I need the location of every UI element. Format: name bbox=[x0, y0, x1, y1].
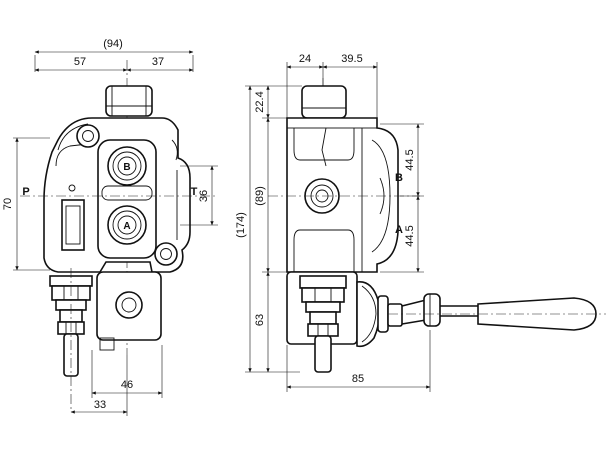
dim-port-offset: 36 bbox=[180, 165, 218, 226]
dim-label-lower-port: 44.5 bbox=[404, 225, 416, 246]
port-p-front: P bbox=[22, 186, 85, 251]
dim-spool-offset: 33 bbox=[70, 355, 128, 416]
dim-label-port-offset: 36 bbox=[198, 190, 210, 202]
dim-label-spool-offset: 33 bbox=[94, 399, 106, 411]
port-b-label: B bbox=[123, 162, 130, 173]
side-lower-housing bbox=[286, 271, 358, 373]
side-body bbox=[286, 117, 399, 273]
side-port-b-label: B bbox=[395, 172, 403, 184]
dim-label-lever-width: 85 bbox=[352, 373, 364, 385]
side-lever bbox=[356, 281, 606, 348]
front-bolt-top-left bbox=[76, 124, 100, 148]
dim-label-lower-height: 63 bbox=[254, 314, 266, 326]
dim-left-right: 57 37 bbox=[34, 56, 194, 72]
port-t-label: T bbox=[191, 186, 198, 198]
dim-label-top-right: 39.5 bbox=[341, 53, 362, 65]
front-lower-housing bbox=[96, 271, 162, 351]
front-bolt-bottom-right bbox=[154, 242, 178, 266]
dim-left-heights: 22.4 (174) (89) 63 bbox=[235, 85, 302, 373]
side-port-a-label: A bbox=[395, 224, 403, 236]
dim-label-right: 37 bbox=[152, 56, 164, 68]
dim-label-overall-height: (174) bbox=[235, 212, 247, 238]
dim-lever-width: 85 bbox=[286, 330, 431, 392]
port-a-label: A bbox=[123, 221, 130, 232]
dim-label-body-height: (89) bbox=[254, 186, 266, 206]
dim-top-widths: 24 39.5 bbox=[286, 53, 378, 118]
port-b-front: B bbox=[107, 146, 147, 186]
front-top-cap bbox=[105, 85, 153, 117]
dim-label-port-spacing: 70 bbox=[2, 198, 14, 210]
dim-label-left: 57 bbox=[74, 56, 86, 68]
dim-port-spacing: 70 bbox=[2, 137, 50, 271]
dim-label-top-left: 24 bbox=[299, 53, 311, 65]
dim-right-ports: 44.5 44.5 bbox=[380, 123, 424, 273]
dim-label-upper-port: 44.5 bbox=[404, 149, 416, 170]
dim-label-overall-width: (94) bbox=[103, 38, 123, 50]
dim-overall-width: (94) bbox=[34, 38, 194, 72]
dim-label-cap-height: 22.4 bbox=[254, 91, 266, 112]
port-a-front: A bbox=[107, 205, 147, 245]
side-top-cap bbox=[301, 85, 347, 119]
front-view: (94) 57 37 bbox=[2, 38, 218, 416]
port-p-label: P bbox=[22, 186, 29, 198]
side-view: 24 39.5 B A bbox=[235, 53, 606, 392]
